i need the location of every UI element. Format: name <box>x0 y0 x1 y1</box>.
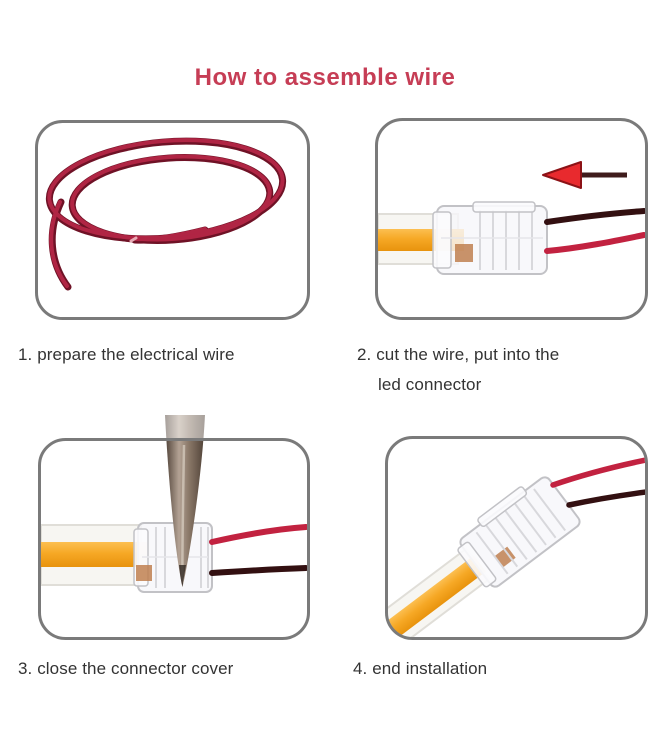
step-4-caption-text: 4. end installation <box>353 659 488 678</box>
coiled-wire-icon <box>45 137 287 291</box>
connector-insert-illustration <box>375 118 648 320</box>
led-connector-icon <box>133 522 213 593</box>
step1-panel-frame <box>35 120 310 320</box>
page-title: How to assemble wire <box>194 64 456 91</box>
step-2-caption-line2: led connector <box>378 375 482 394</box>
step-2-caption-line1: 2. cut the wire, put into the <box>357 345 560 364</box>
step3-figure <box>38 415 310 640</box>
step-3-caption-text: 3. close the connector cover <box>18 659 234 678</box>
step1-figure <box>35 120 310 320</box>
insert-direction-arrow-icon <box>542 161 627 189</box>
step-1-caption: 1. prepare the electrical wire <box>18 340 235 370</box>
step-4-caption: 4. end installation <box>353 654 487 684</box>
step4-panel-frame <box>385 436 648 640</box>
connector-wires-icon <box>544 208 647 254</box>
connector-wires-icon <box>550 457 645 508</box>
led-connector-icon <box>457 476 581 588</box>
connector-wires-icon <box>209 524 309 576</box>
finished-assembly-illustration <box>385 436 648 640</box>
step3-panel-frame <box>38 438 310 640</box>
pliers-tip-icon <box>156 415 214 587</box>
pliers-press-illustration <box>38 415 310 640</box>
step-3-caption: 3. close the connector cover <box>18 654 233 684</box>
led-connector-icon <box>432 201 548 275</box>
step2-panel-frame <box>375 118 648 320</box>
step-2-caption: 2. cut the wire, put into the led connec… <box>357 340 559 400</box>
led-strip-icon <box>40 524 147 586</box>
step4-figure <box>385 436 648 640</box>
step2-figure <box>375 118 648 320</box>
step-1-caption-text: 1. prepare the electrical wire <box>18 345 235 364</box>
coiled-wire-illustration <box>35 120 310 320</box>
